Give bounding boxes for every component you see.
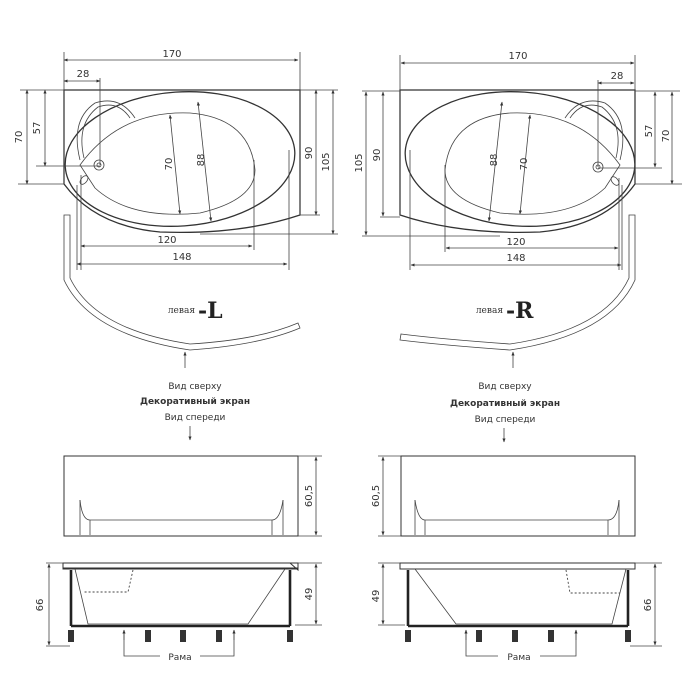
side-code-right: -R — [506, 298, 534, 324]
dim-left-height-inner-r: 90 — [372, 149, 383, 162]
dim-outer-bowl-width-r: 88 — [489, 154, 500, 167]
dim-inner-bowl-width: 70 — [164, 158, 175, 171]
dim-screen-height-right: 60,5 — [371, 485, 382, 507]
side-code-left: -L — [198, 298, 223, 324]
dim-inner-length-r: 120 — [506, 237, 525, 248]
label-screen-left: Декоративный экран — [140, 397, 250, 407]
dim-outer-bowl-width: 88 — [196, 154, 207, 167]
dim-left-height-outer: 70 — [14, 131, 25, 144]
right-front-view: 60,5 49 66 Рама — [371, 455, 662, 663]
dim-overall-length: 170 — [162, 49, 181, 60]
label-front-view-left: Вид спереди — [165, 413, 226, 423]
dim-screen-height-left: 60,5 — [304, 485, 315, 507]
dim-inner-bowl-width-r: 70 — [519, 158, 530, 171]
dim-right-height-outer-r: 70 — [661, 130, 672, 143]
dim-right-height-inner-r: 57 — [644, 125, 655, 138]
right-top-view: 170 28 57 70 70 88 90 105 120 148 левая — [354, 51, 682, 443]
label-frame-right: Рама — [507, 653, 530, 663]
label-frame-left: Рама — [168, 653, 191, 663]
dim-total-height-left: 66 — [35, 599, 46, 612]
label-top-view-left: Вид сверху — [168, 382, 222, 392]
label-screen-right: Декоративный экран — [450, 399, 560, 409]
dim-right-height-inner: 90 — [304, 147, 315, 160]
dim-inner-length: 120 — [157, 235, 176, 246]
side-word-right: левая — [476, 306, 503, 316]
dim-bowl-height-right: 49 — [371, 590, 382, 603]
dim-total-height-right: 66 — [643, 599, 654, 612]
label-front-view-right: Вид спереди — [475, 415, 536, 425]
dim-outer-length: 148 — [172, 252, 191, 263]
side-word-left: левая — [168, 306, 195, 316]
dim-overall-length-r: 170 — [508, 51, 527, 62]
label-top-view-right: Вид сверху — [478, 382, 532, 392]
left-front-view: 60,5 66 49 Рама — [35, 455, 322, 663]
dim-bowl-height-left: 49 — [304, 588, 315, 601]
dim-drain-offset-r: 28 — [611, 71, 624, 82]
left-top-view: 170 28 70 57 70 88 90 105 120 148 лева — [14, 49, 338, 441]
dim-drain-offset: 28 — [77, 69, 90, 80]
dim-left-height-outer-r: 105 — [354, 153, 365, 172]
dim-left-height-inner: 57 — [32, 122, 43, 135]
dim-outer-length-r: 148 — [506, 253, 525, 264]
dim-right-height-outer: 105 — [321, 152, 332, 171]
